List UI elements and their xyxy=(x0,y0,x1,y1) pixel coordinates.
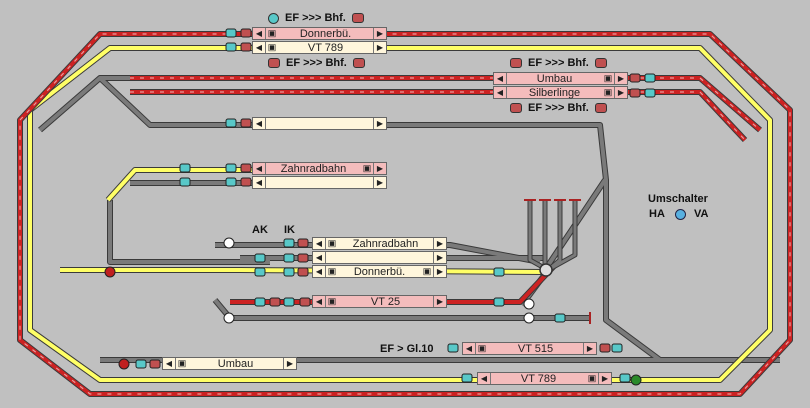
header-right-top: EF >>> Bhf. xyxy=(510,57,607,69)
header-right-top-label: EF >>> Bhf. xyxy=(528,57,589,69)
header-right-bottom-label: EF >>> Bhf. xyxy=(528,102,589,114)
direction-arrow-icon[interactable]: ▶ xyxy=(433,266,446,277)
block-umbau-right[interactable]: ◀ Umbau ▣ ▶ xyxy=(493,72,628,85)
block-donnerbu-center[interactable]: ◀ ▣ Donnerbü. ▣ ▶ xyxy=(312,265,447,278)
direction-arrow-icon[interactable]: ◀ xyxy=(163,358,176,369)
header-top-2-label: EF >>> Bhf. xyxy=(286,57,347,69)
umschalter-toggle[interactable] xyxy=(675,209,686,220)
label-ik: IK xyxy=(284,224,295,236)
direction-arrow-icon[interactable]: ◀ xyxy=(463,343,476,354)
label-ha: HA xyxy=(649,208,665,220)
block-empty-center2[interactable]: ◀ ▶ xyxy=(312,251,447,264)
direction-arrow-icon[interactable]: ◀ xyxy=(253,163,266,174)
direction-arrow-icon[interactable]: ◀ xyxy=(478,373,491,384)
block-label: VT 25 xyxy=(370,295,401,308)
block-label: VT 789 xyxy=(520,372,557,385)
vehicle-icon: ▣ xyxy=(267,28,277,38)
vehicle-icon: ▣ xyxy=(327,238,337,248)
header-right-bottom: EF >>> Bhf. xyxy=(510,102,607,114)
block-label: VT 789 xyxy=(307,41,344,54)
direction-arrow-icon[interactable]: ▶ xyxy=(614,73,627,84)
block-label: Zahnradbahn xyxy=(280,162,347,175)
signal-icon[interactable] xyxy=(510,103,522,113)
direction-arrow-icon[interactable]: ▶ xyxy=(614,87,627,98)
vehicle-icon: ▣ xyxy=(362,163,372,173)
block-empty-mid[interactable]: ◀ ▶ xyxy=(252,117,387,130)
block-umbau-bottom[interactable]: ◀ ▣ Umbau ▶ xyxy=(162,357,297,370)
label-ak: AK xyxy=(252,224,268,236)
signal-icon[interactable] xyxy=(352,58,365,68)
vehicle-icon: ▣ xyxy=(477,343,487,353)
header-top-2: EF >>> Bhf. xyxy=(268,57,365,69)
block-label: VT 515 xyxy=(517,342,554,355)
block-vt789-top[interactable]: ◀ ▣ VT 789 ▶ xyxy=(252,41,387,54)
signal-icon[interactable] xyxy=(351,13,364,23)
direction-arrow-icon[interactable]: ◀ xyxy=(253,118,266,129)
direction-arrow-icon[interactable]: ◀ xyxy=(313,252,326,263)
vehicle-icon: ▣ xyxy=(327,296,337,306)
direction-arrow-icon[interactable]: ▶ xyxy=(373,42,386,53)
signal-icon[interactable] xyxy=(510,58,522,68)
block-donnerbu-top[interactable]: ◀ ▣ Donnerbü. ▶ xyxy=(252,27,387,40)
block-vt515[interactable]: ◀ ▣ VT 515 ▶ xyxy=(462,342,597,355)
circle-signal-icon[interactable] xyxy=(268,12,279,24)
block-vt25[interactable]: ◀ ▣ VT 25 ▶ xyxy=(312,295,447,308)
direction-arrow-icon[interactable]: ◀ xyxy=(253,28,266,39)
direction-arrow-icon[interactable]: ▶ xyxy=(598,373,611,384)
block-label: Zahnradbahn xyxy=(352,237,419,250)
vehicle-icon: ▣ xyxy=(177,358,187,368)
block-label: Umbau xyxy=(217,357,254,370)
direction-arrow-icon[interactable]: ◀ xyxy=(253,42,266,53)
block-label: Donnerbü. xyxy=(299,27,352,40)
header-top: EF >>> Bhf. xyxy=(268,12,364,24)
signal-icon[interactable] xyxy=(268,58,280,68)
direction-arrow-icon[interactable]: ▶ xyxy=(373,28,386,39)
direction-arrow-icon[interactable]: ▶ xyxy=(373,118,386,129)
direction-arrow-icon[interactable]: ▶ xyxy=(433,238,446,249)
direction-arrow-icon[interactable]: ▶ xyxy=(283,358,296,369)
block-vt789-bottom[interactable]: ◀ VT 789 ▣ ▶ xyxy=(477,372,612,385)
direction-arrow-icon[interactable]: ▶ xyxy=(433,296,446,307)
vehicle-icon: ▣ xyxy=(603,73,613,83)
vehicle-icon: ▣ xyxy=(422,266,432,276)
header-top-label: EF >>> Bhf. xyxy=(285,12,346,24)
signal-icon[interactable] xyxy=(594,58,607,68)
label-va: VA xyxy=(694,208,709,220)
block-empty-left2[interactable]: ◀ ▶ xyxy=(252,176,387,189)
block-zahnradbahn-left[interactable]: ◀ Zahnradbahn ▣ ▶ xyxy=(252,162,387,175)
direction-arrow-icon[interactable]: ▶ xyxy=(373,163,386,174)
direction-arrow-icon[interactable]: ◀ xyxy=(313,238,326,249)
direction-arrow-icon[interactable]: ◀ xyxy=(494,87,507,98)
direction-arrow-icon[interactable]: ◀ xyxy=(253,177,266,188)
label-ef-gl10: EF > Gl.10 xyxy=(380,343,434,355)
direction-arrow-icon[interactable]: ◀ xyxy=(313,296,326,307)
vehicle-icon: ▣ xyxy=(587,373,597,383)
block-label: Donnerbü. xyxy=(353,265,406,278)
signal-icon[interactable] xyxy=(594,103,607,113)
block-zahnradbahn-center[interactable]: ◀ ▣ Zahnradbahn ▶ xyxy=(312,237,447,250)
vehicle-icon: ▣ xyxy=(603,87,613,97)
direction-arrow-icon[interactable]: ◀ xyxy=(313,266,326,277)
block-label: Umbau xyxy=(536,72,573,85)
block-label: Silberlinge xyxy=(528,86,581,99)
direction-arrow-icon[interactable]: ▶ xyxy=(433,252,446,263)
direction-arrow-icon[interactable]: ◀ xyxy=(494,73,507,84)
direction-arrow-icon[interactable]: ▶ xyxy=(373,177,386,188)
direction-arrow-icon[interactable]: ▶ xyxy=(583,343,596,354)
block-silberlinge[interactable]: ◀ Silberlinge ▣ ▶ xyxy=(493,86,628,99)
vehicle-icon: ▣ xyxy=(327,266,337,276)
vehicle-icon: ▣ xyxy=(267,42,277,52)
label-umschalter: Umschalter xyxy=(648,193,708,205)
